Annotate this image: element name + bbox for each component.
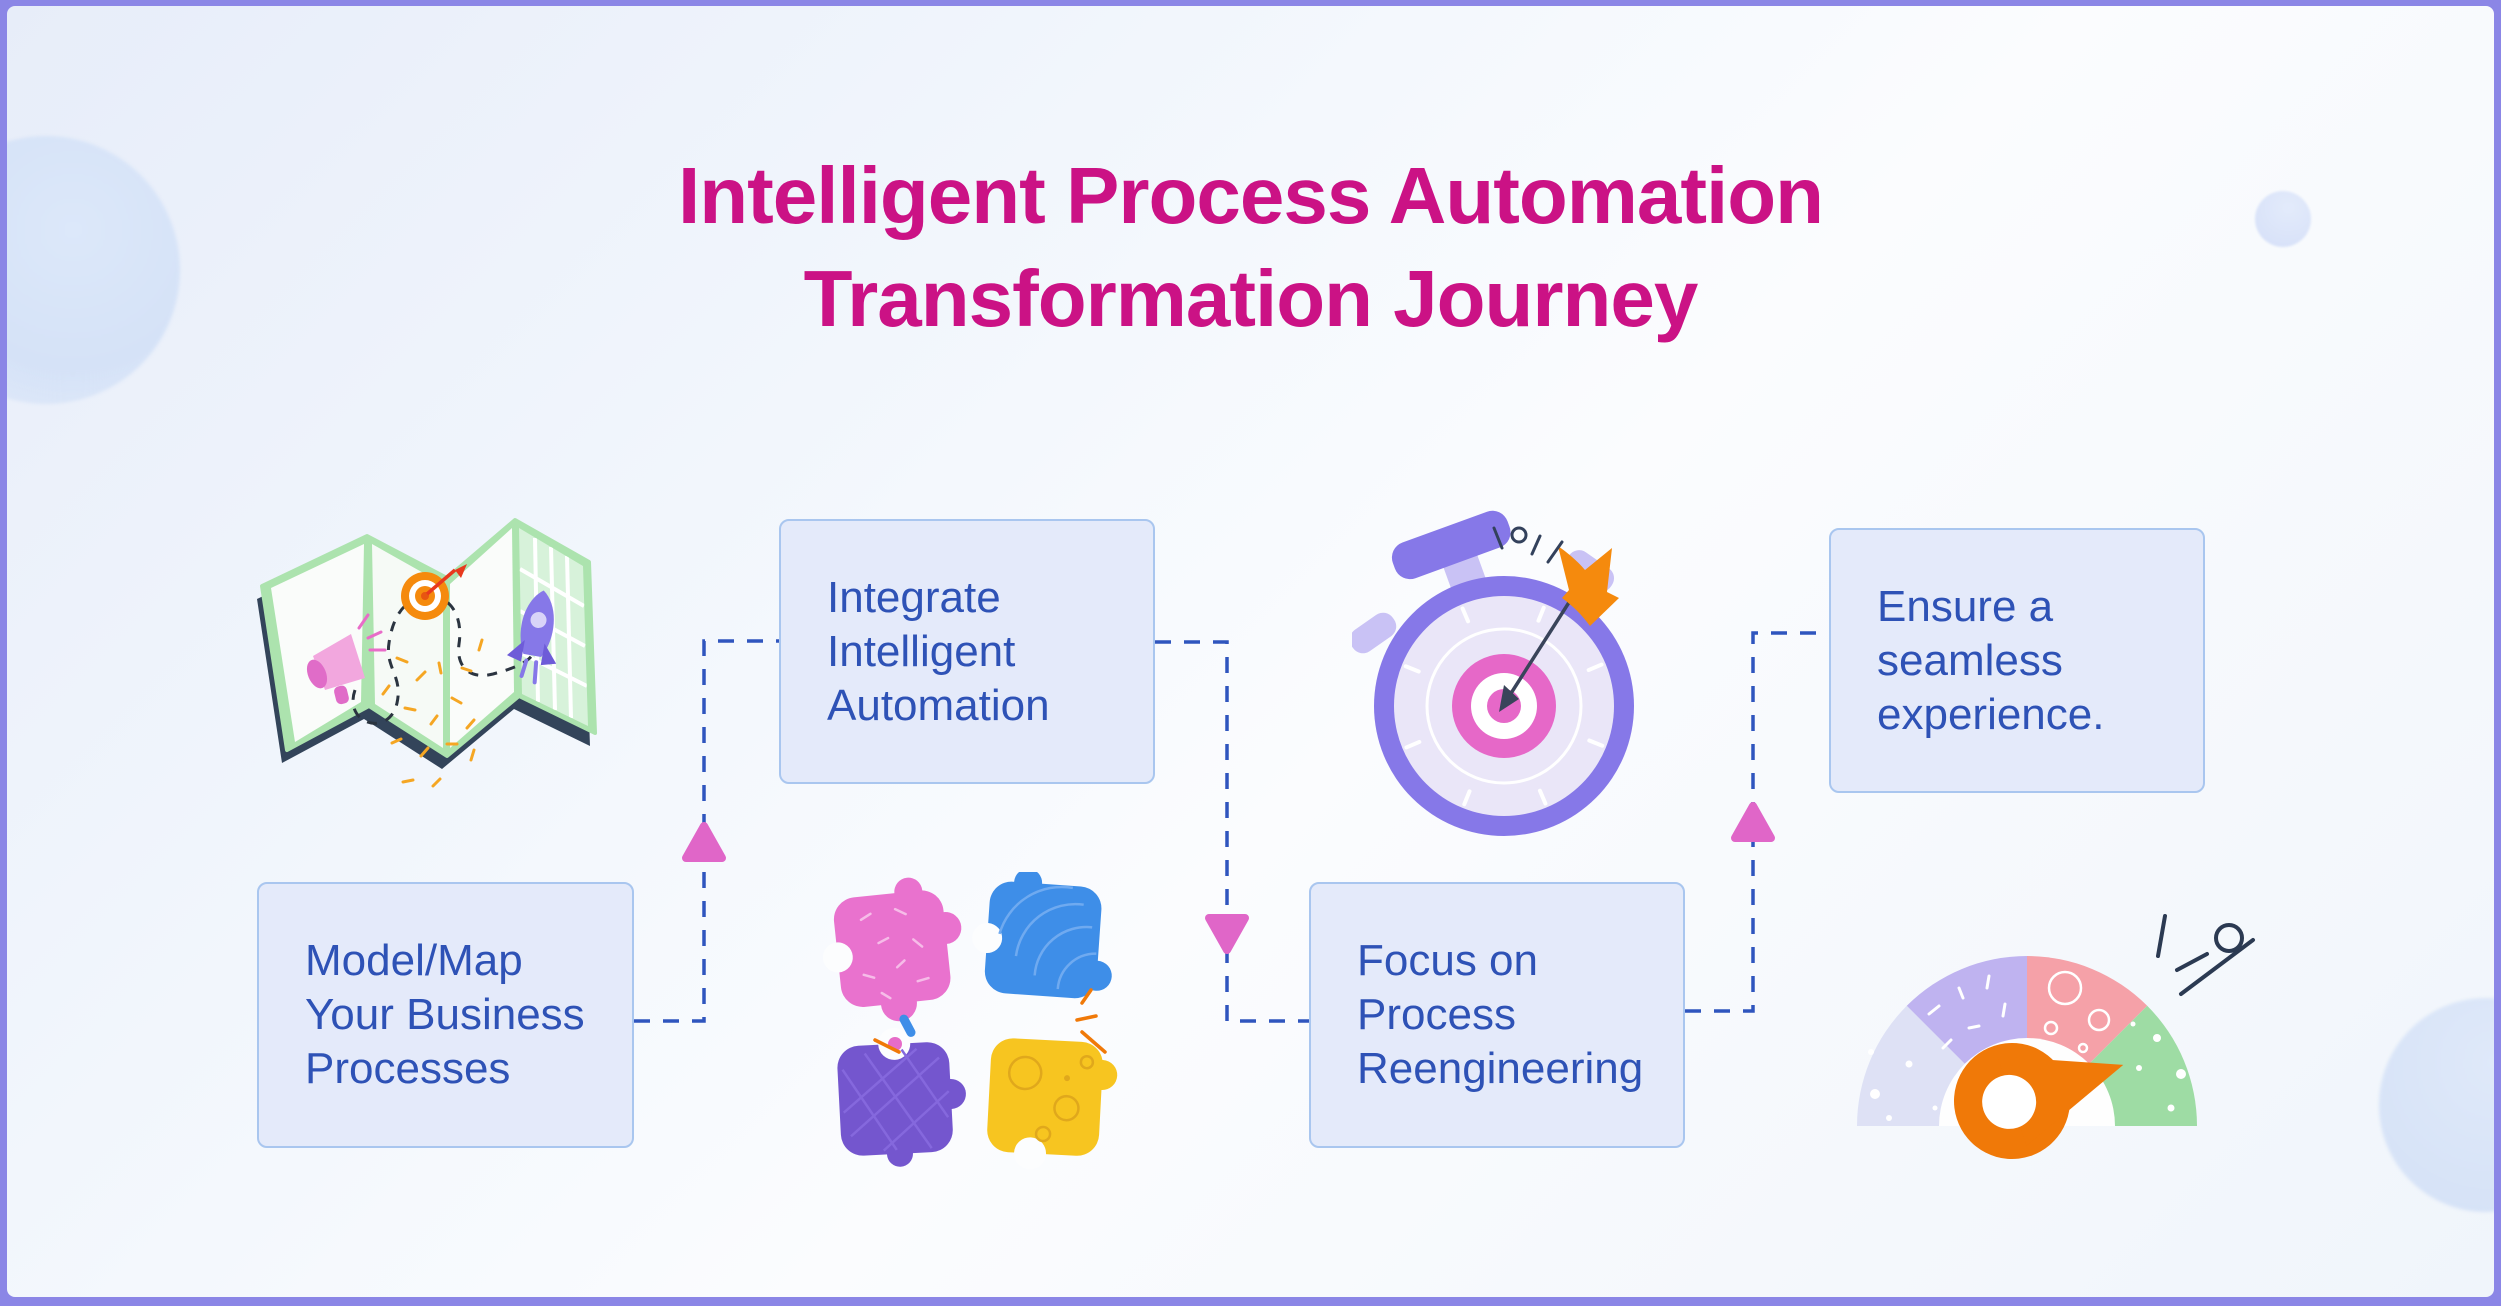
confetti — [381, 638, 484, 788]
decor-circle-bottom-right — [2379, 998, 2494, 1212]
step-text: Ensure a — [1877, 581, 2054, 631]
arrow-down-icon — [1205, 914, 1249, 954]
dart-icon — [1499, 546, 1619, 712]
puzzle-piece-blue — [972, 872, 1112, 999]
accent-marks — [1492, 526, 1564, 564]
step-card-integrate: Integrate Intelligent Automation — [779, 519, 1155, 784]
step-card-ensure: Ensure a seamless experience. — [1829, 528, 2205, 793]
page-title-line1: Intelligent Process Automation — [678, 151, 1824, 240]
map-illustration-icon — [257, 518, 597, 788]
puzzle-piece-purple — [837, 1027, 966, 1167]
step-text: Automation — [827, 680, 1050, 730]
step-text: Your Business — [305, 990, 585, 1039]
arrow-up-icon — [1731, 802, 1775, 842]
page-title: Intelligent Process Automation Transform… — [7, 144, 2494, 350]
stopwatch-side-button — [1352, 612, 1397, 654]
step-text: Model/Map — [305, 936, 523, 985]
connector-2 — [1155, 640, 1309, 1023]
arrow-up-icon — [682, 822, 726, 862]
gauge-texture-dots — [1868, 1021, 2186, 1121]
step-text: seamless — [1877, 635, 2063, 685]
gauge-texture-bubbles — [2043, 970, 2111, 1054]
gauge-pointer-icon — [1954, 1043, 2124, 1159]
stopwatch-side-button — [1565, 550, 1615, 592]
decor-circle-top-right — [2255, 191, 2311, 247]
page-title-line2: Transformation Journey — [803, 254, 1699, 343]
step-text: Integrate — [827, 572, 1001, 622]
stopwatch-illustration-icon — [1352, 510, 1634, 836]
puzzle-piece-pink — [822, 877, 962, 1022]
infographic-canvas: Intelligent Process Automation Transform… — [7, 6, 2494, 1297]
gauge-texture-dashes — [1927, 974, 2007, 1050]
target-icon — [401, 564, 467, 620]
gauge-illustration-icon — [1857, 914, 2255, 1159]
accent-marks — [2156, 914, 2255, 996]
step-text: Reengineering — [1357, 1044, 1644, 1093]
megaphone-icon — [306, 613, 387, 705]
connector-1 — [634, 639, 779, 1023]
bullseye-icon — [1452, 654, 1556, 758]
stopwatch-top-button — [1391, 510, 1511, 595]
step-card-focus: Focus on Process Reengineering — [1309, 882, 1685, 1148]
step-text: Focus on — [1357, 936, 1538, 985]
step-text: Processes — [305, 1044, 511, 1093]
connector-3 — [1685, 631, 1829, 1013]
step-text: experience. — [1877, 689, 2105, 739]
puzzle-illustration-icon — [822, 872, 1118, 1170]
step-card-model-map: Model/Map Your Business Processes — [257, 882, 634, 1148]
stopwatch-ticks — [1403, 605, 1605, 807]
rocket-icon — [506, 590, 557, 685]
puzzle-sparks — [873, 988, 1107, 1054]
puzzle-piece-yellow — [987, 1038, 1118, 1170]
step-text: Process — [1357, 990, 1516, 1039]
step-text: Intelligent — [827, 626, 1016, 676]
